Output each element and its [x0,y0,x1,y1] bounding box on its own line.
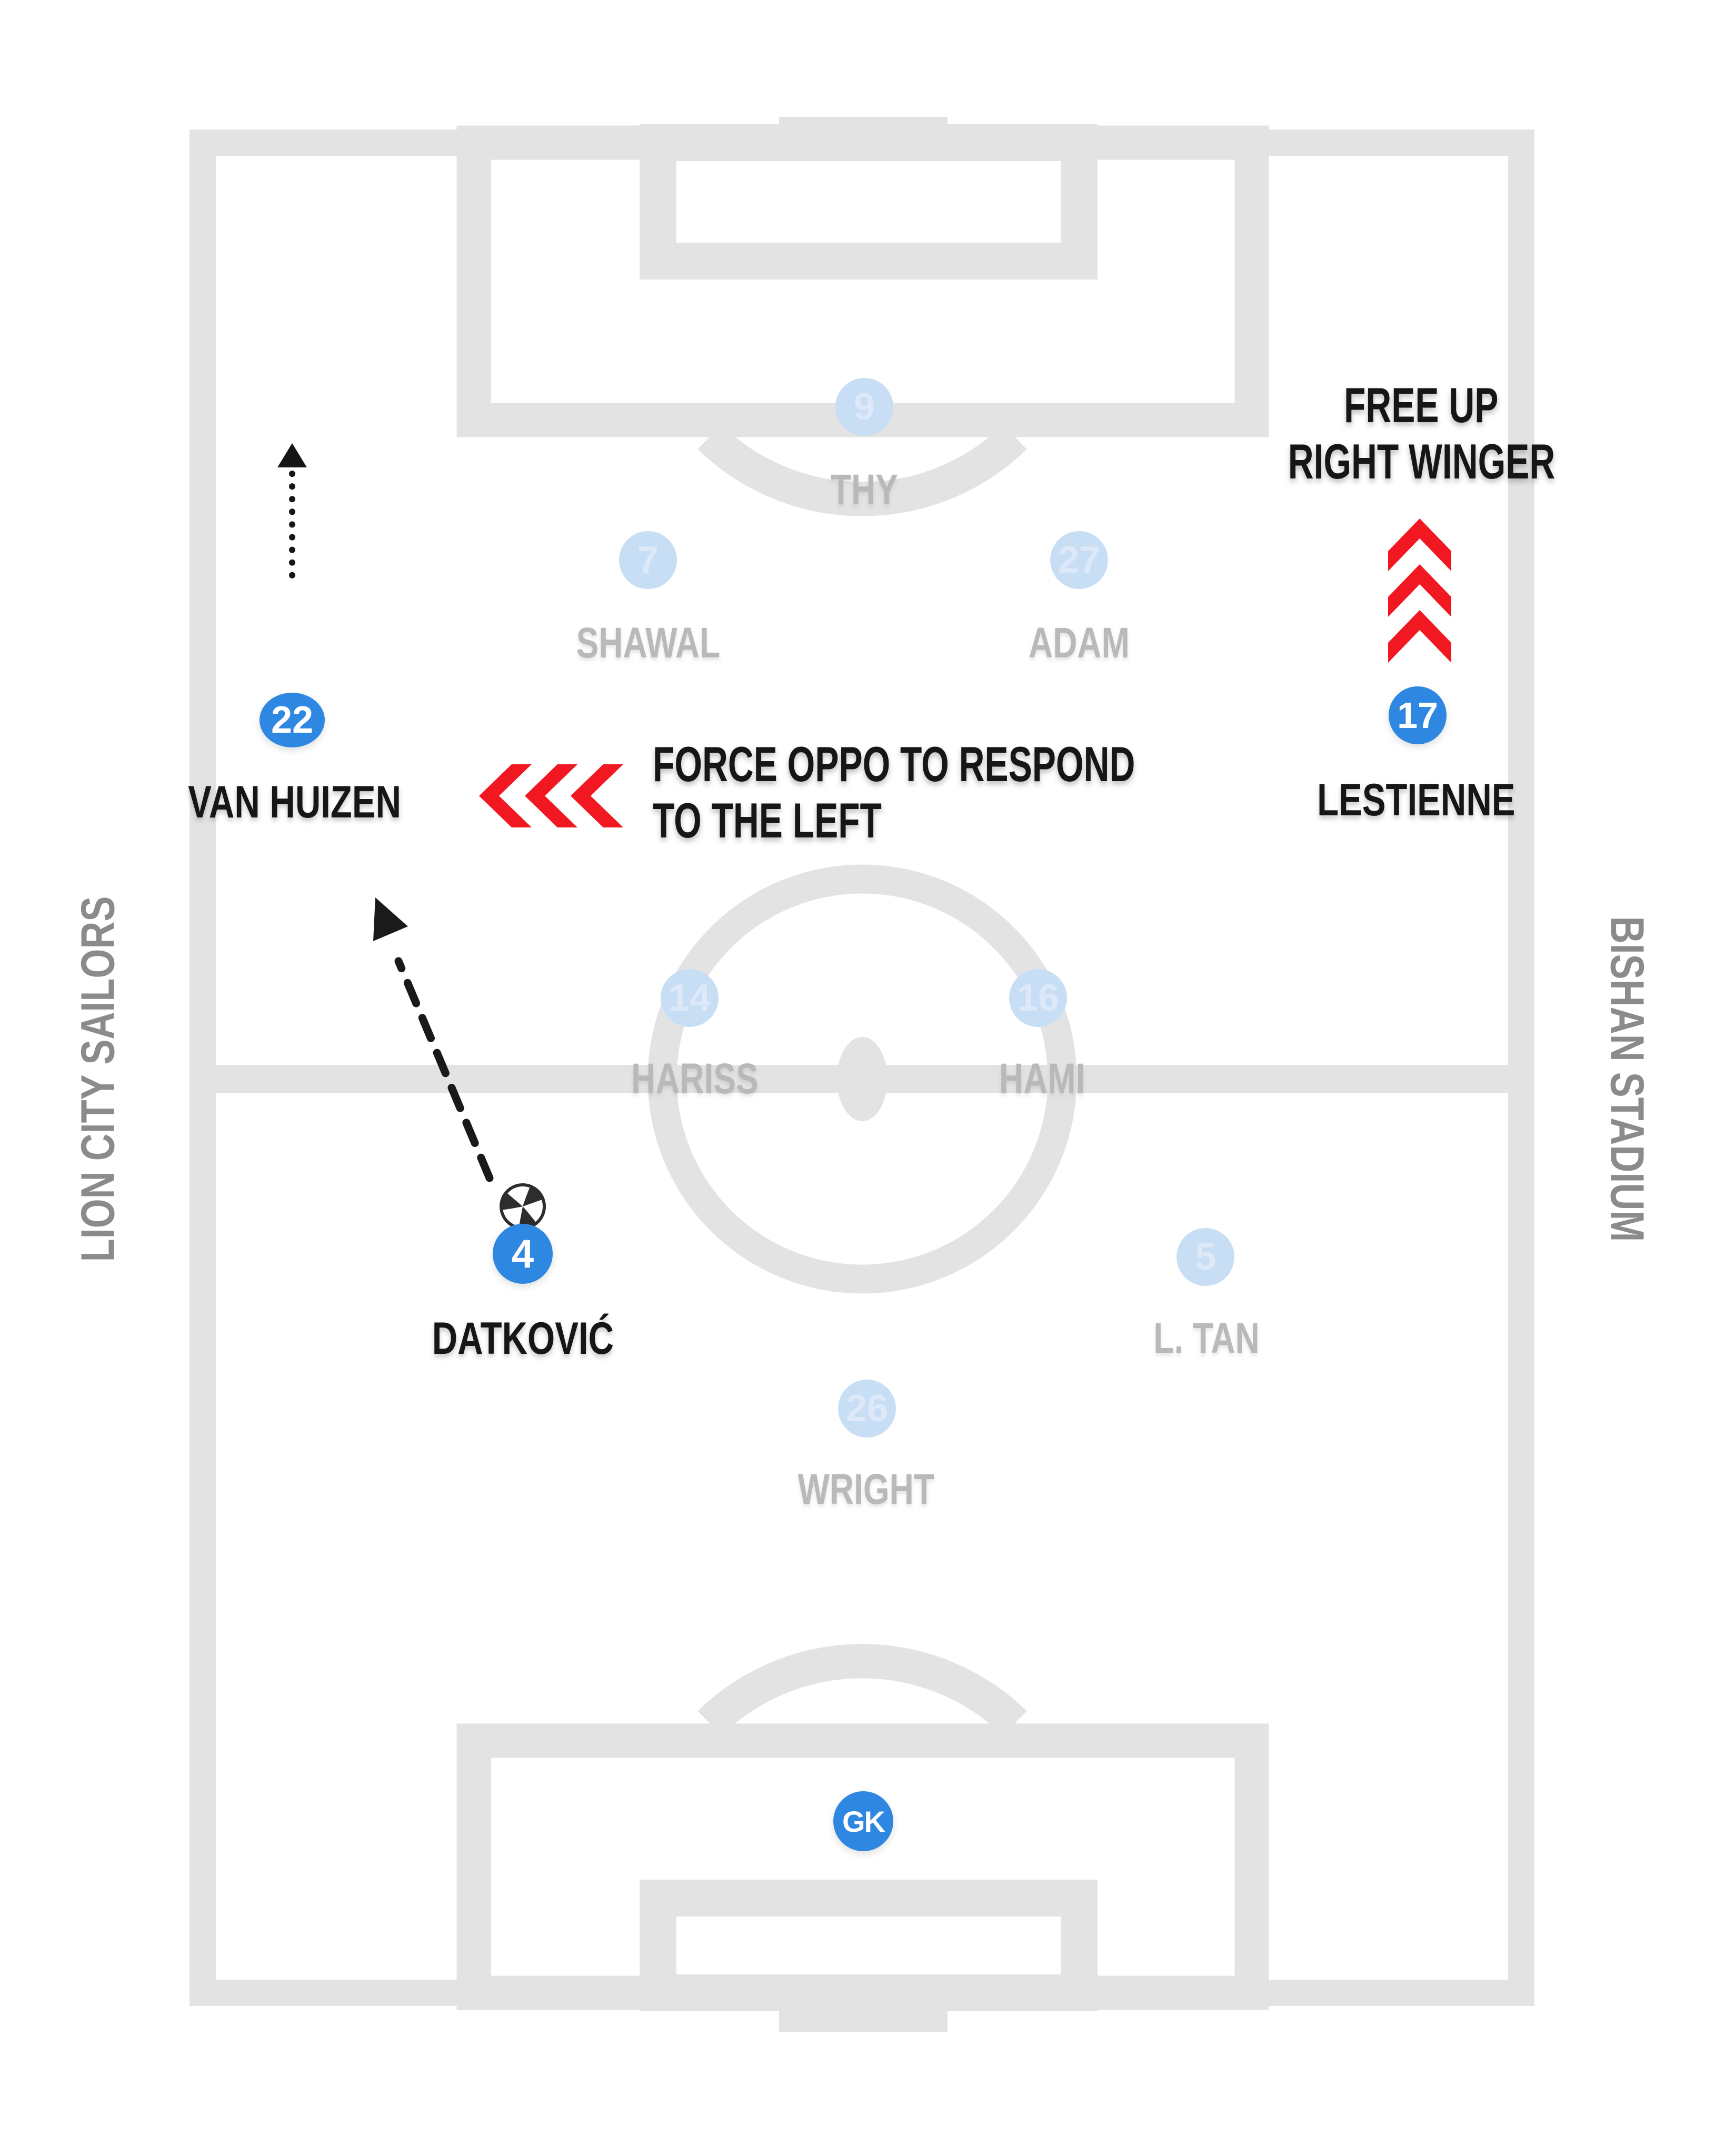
opponent-number: 16 [1016,977,1060,1019]
sideline-label-right: BISHAN STADIUM [1600,916,1653,1242]
opponent-circle-hami: 16 [1009,969,1067,1027]
center-circle [647,864,1077,1294]
red-chevrons-left-icon [479,764,623,827]
annotation-force-oppo-line2: TO THE LEFT [653,793,882,849]
annotation-force-oppo: FORCE OPPO TO RESPOND TO THE LEFT [653,736,1323,849]
opponent-number: 27 [1058,539,1101,581]
opponent-circle-ltan: 5 [1176,1228,1234,1286]
center-spot [837,1037,888,1121]
opponent-circle-adam: 27 [1050,531,1108,589]
annotation-free-up-line1: FREE UP [1344,377,1499,433]
team-number: GK [842,1804,885,1838]
six-yard-box-top [640,124,1098,280]
sideline-label-left: LION CITY SAILORS [72,896,125,1262]
opponent-number: 7 [637,539,659,581]
team-number: 4 [511,1231,534,1276]
annotation-force-oppo-line1: FORCE OPPO TO RESPOND [653,736,1135,792]
penalty-arc-top [697,424,1027,516]
opponent-circle-shawal: 7 [619,531,677,589]
opponent-number: 9 [853,386,875,428]
team-badge-van-huizen: 22 [260,693,325,747]
opponent-number: 5 [1194,1236,1217,1278]
dotted-run-arrow-icon [277,443,307,586]
team-badge-lestienne: 17 [1389,686,1447,744]
red-chevrons-up-icon [1388,518,1451,663]
ball-icon [500,1183,546,1230]
team-number: 17 [1397,695,1438,736]
dashed-pass-arrow-icon [373,897,494,1182]
team-number: 22 [271,699,314,741]
annotation-free-up-line2: RIGHT WINGER [1288,434,1555,490]
opponent-circle-thy: 9 [835,378,893,436]
six-yard-box-bottom [640,1880,1098,2011]
opponent-number: 14 [668,977,711,1019]
team-badge-datkovic: 4 [493,1224,553,1284]
penalty-arc-bottom [697,1644,1027,1736]
opponent-circle-wright: 26 [838,1380,896,1438]
team-badge-gk: GK [833,1791,893,1851]
opponent-number: 26 [845,1388,889,1430]
opponent-circle-hariss: 14 [661,969,719,1027]
